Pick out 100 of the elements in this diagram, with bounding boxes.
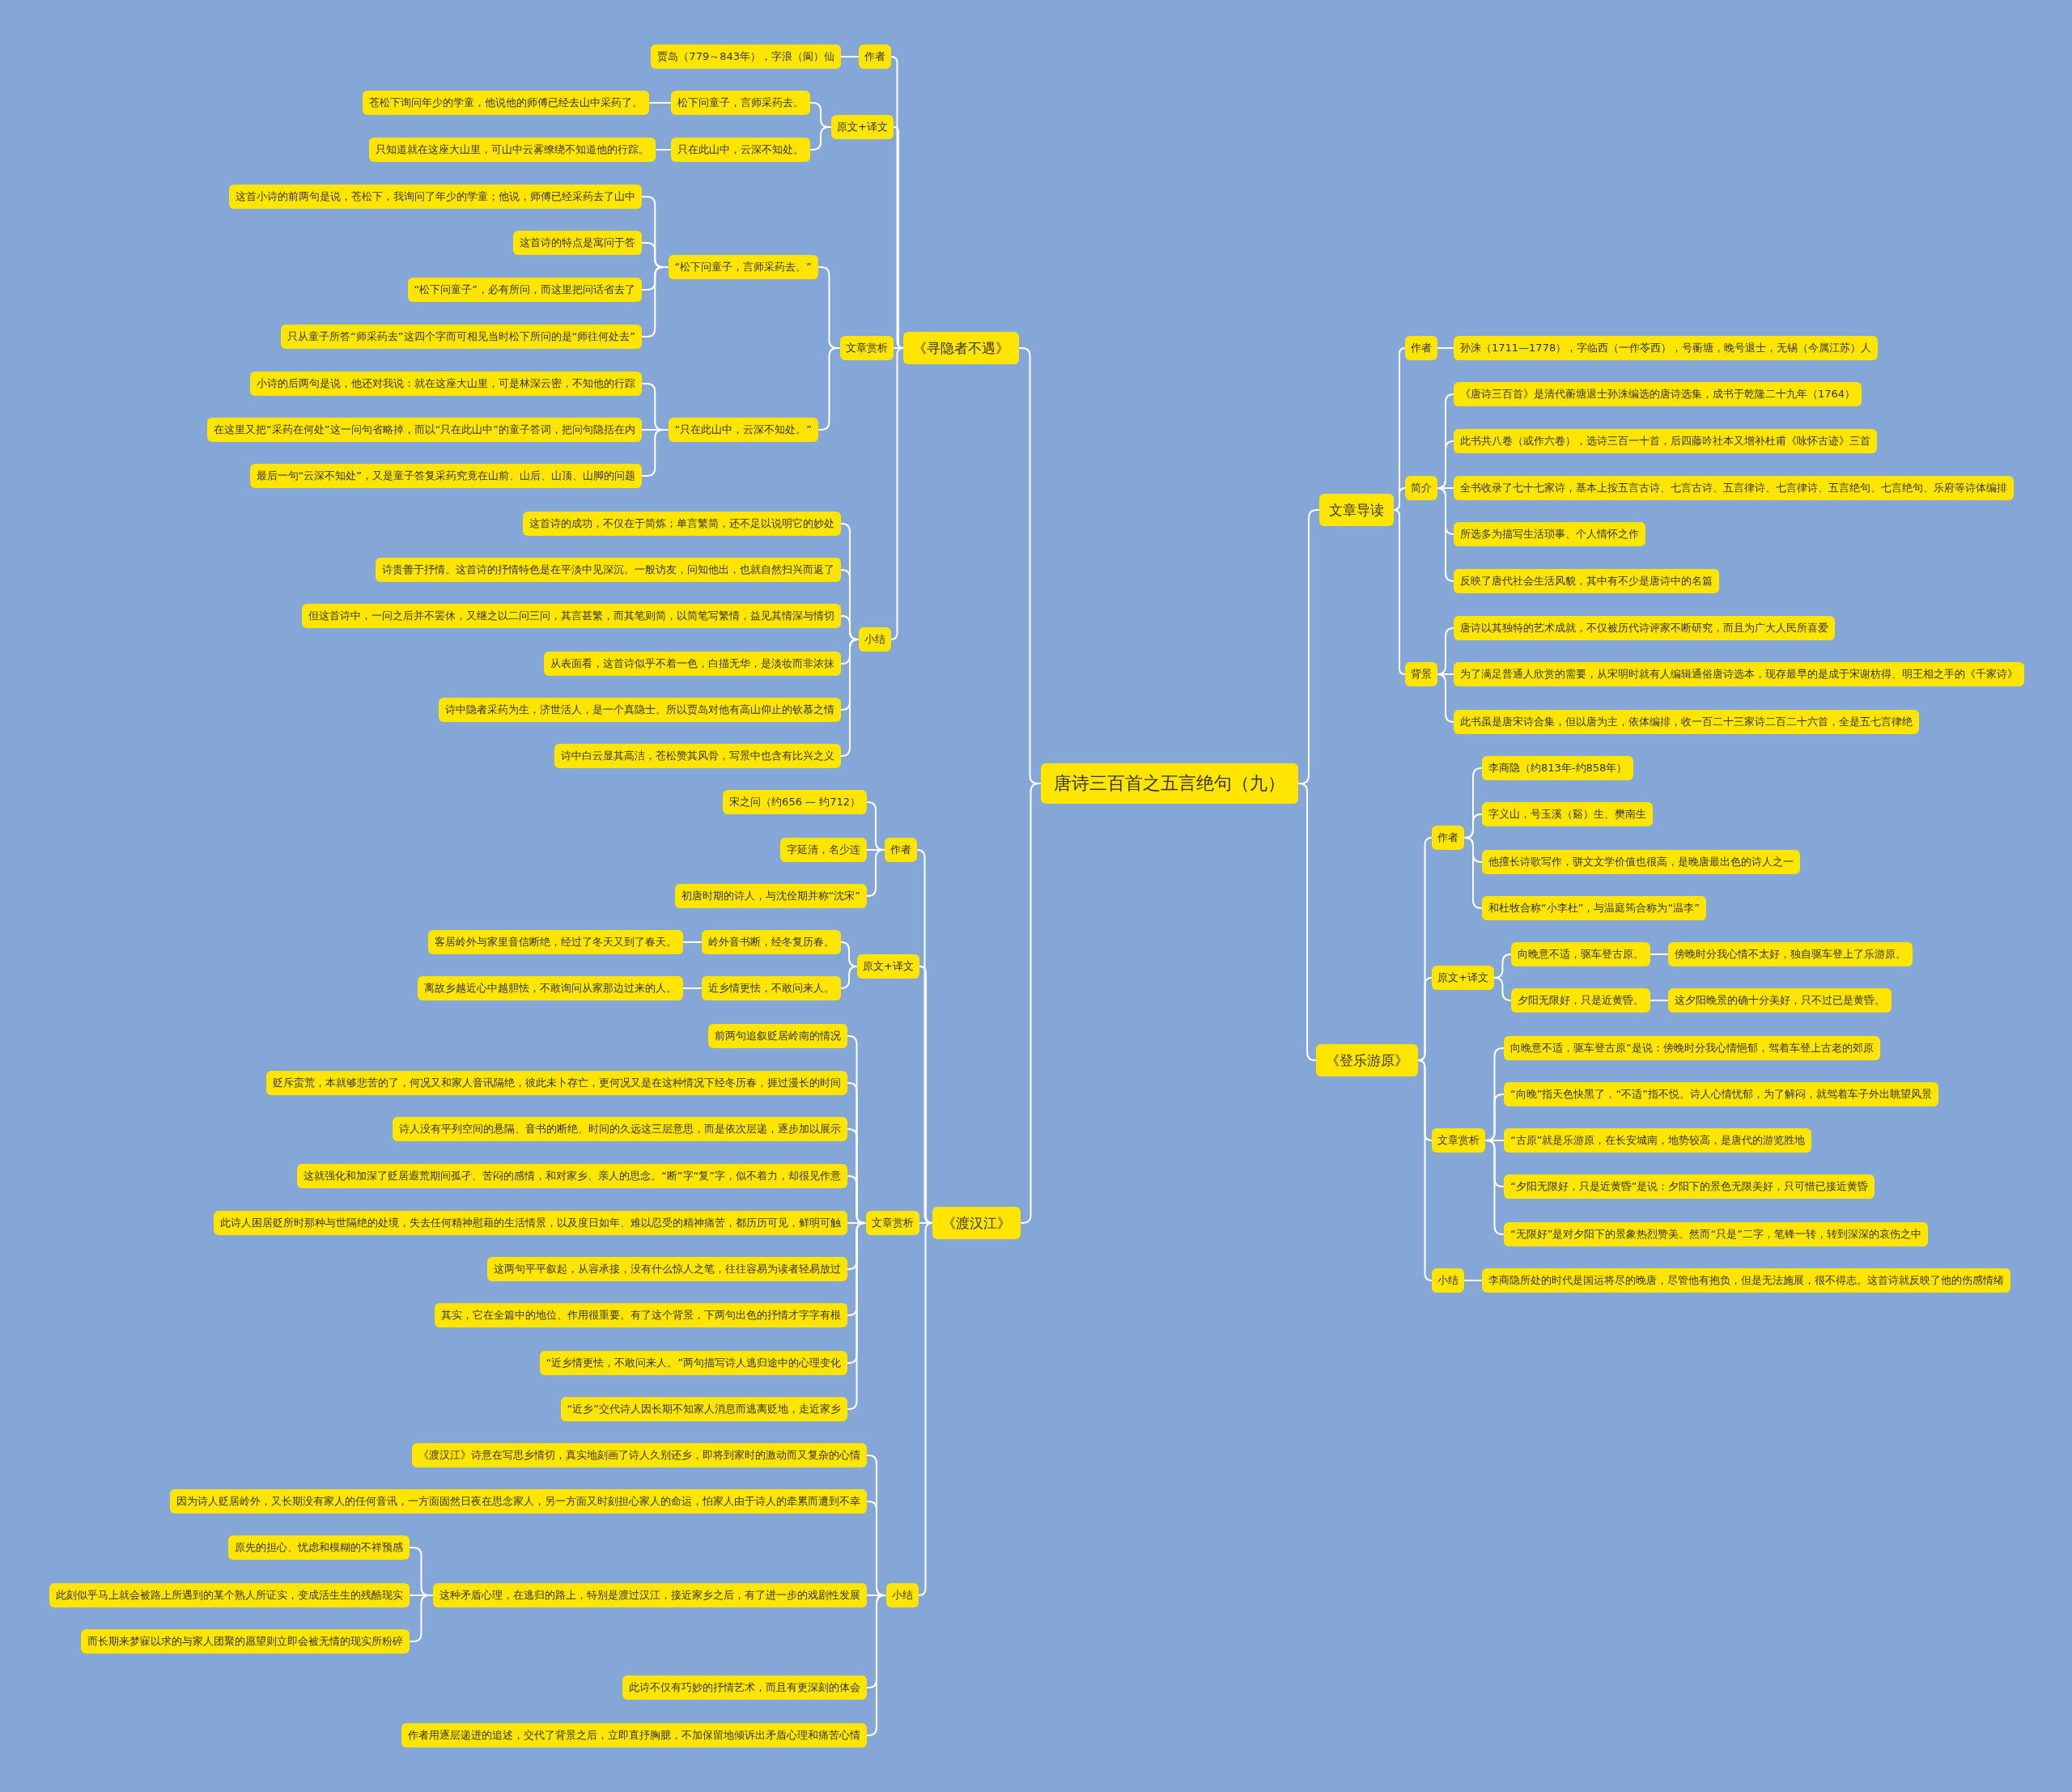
connector-line xyxy=(866,1595,887,1736)
text-box: 但这首诗中，一问之后并不罢休，又继之以二问三问，其言甚繁，而其笔则简，以简笔写繁情，益见其情深与情切 xyxy=(302,604,841,628)
text-box: 字延清，名少连 xyxy=(780,838,867,862)
text-box: 此诗人困居贬所时那种与世隔绝的处境，失去任何精神慰藉的生活情景，以及度日如年、难以忍受的精神痛苦，都历历可见，鲜明可触 xyxy=(214,1211,847,1235)
text-box: “松下问童子，言师采药去。” xyxy=(668,255,818,279)
text-box: 孙洙（1711—1778），字临西（一作苓西），号蘅塘，晚号退士，无锡（今属江苏）人 xyxy=(1454,336,1879,360)
connector-line xyxy=(866,849,885,897)
text-box: 原先的担心、忧虑和模糊的不祥预感 xyxy=(228,1535,410,1560)
text-box: 《唐诗三百首》是清代蘅塘退士孙洙编选的唐诗选集，成书于乾隆二十九年（1764） xyxy=(1454,382,1862,406)
text-box: 客居岭外与家里音信断绝，经过了冬天又到了春天。 xyxy=(428,930,683,954)
text-box: 向晚意不适，驱车登古原。 xyxy=(1511,942,1650,966)
text-box: 反映了唐代社会生活风貌，其中有不少是唐诗中的名篇 xyxy=(1454,569,1719,593)
text-box: “夕阳无限好，只是近黄昏”是说：夕阳下的景色无限美好，只可惜已接近黄昏 xyxy=(1504,1174,1875,1199)
text-box: 从表面看，这首诗似乎不着一色，白描无华，是淡妆而非浓抹 xyxy=(544,652,841,676)
topic-box: 《寻隐者不遇》 xyxy=(903,332,1019,364)
text-box: “近乡”交代诗人因长期不知家人消息而逃离贬地，走近家乡 xyxy=(560,1397,847,1421)
subtopic-box: 文章赏析 xyxy=(840,336,894,360)
connector-line xyxy=(1492,977,1512,1001)
text-box: 这首诗的成功，不仅在于简炼；单言繁简，还不足以说明它的妙处 xyxy=(523,512,841,536)
topic-box: 《登乐游原》 xyxy=(1316,1044,1418,1076)
text-box: “向晚”指天色快黑了，“不适”指不悦。诗人心情忧郁，为了解闷，就驾着车子外出眺望风景 xyxy=(1504,1082,1938,1106)
subtopic-box: 作者 xyxy=(1405,336,1437,360)
connector-line xyxy=(1437,487,1454,582)
text-box: 只在此山中，云深不知处。 xyxy=(671,138,810,162)
connector-line xyxy=(1393,509,1406,675)
connector-line xyxy=(840,966,859,989)
connector-line xyxy=(1463,1280,1483,1281)
connector-line xyxy=(1650,1000,1669,1001)
text-box: 只知道就在这座大山里，可山中云雾缭绕不知道他的行踪。 xyxy=(369,138,656,162)
connector-line xyxy=(890,347,904,640)
text-box: 这种矛盾心理，在逃归的路上，特别是渡过汉江，接近家乡之后，有了进一步的戏剧性发展 xyxy=(433,1583,867,1607)
subtopic-box: 小结 xyxy=(859,627,891,652)
text-box: 傍晚时分我心情不太好，独自驱车登上了乐游原。 xyxy=(1668,942,1913,966)
text-box: 夕阳无限好，只是近黄昏。 xyxy=(1511,988,1650,1013)
text-box: “古原”就是乐游原，在长安城南，地势较高，是唐代的游览胜地 xyxy=(1504,1128,1812,1153)
text-box: 诗人没有平列空间的悬隔、音书的断绝、时间的久远这三层意思，而是依次层递，逐步加以展示 xyxy=(393,1117,847,1141)
text-box: 李商隐（约813年-约858年） xyxy=(1482,756,1634,780)
text-box: 离故乡越近心中越胆怯，不敢询问从家那边过来的人。 xyxy=(418,976,683,1000)
text-box: 初唐时期的诗人，与沈佺期并称“沈宋” xyxy=(674,884,867,908)
connector-line xyxy=(1463,837,1483,909)
subtopic-box: 背景 xyxy=(1405,662,1437,686)
text-box: 松下问童子，言师采药去。 xyxy=(671,91,810,115)
text-box: 其实，它在全篇中的地位、作用很重要。有了这个背景，下两句出色的抒情才字字有根 xyxy=(435,1303,847,1327)
subtopic-box: 原文+译文 xyxy=(857,954,919,979)
central-topic: 唐诗三百首之五言绝句（九） xyxy=(1041,763,1298,804)
text-box: 诗贵善于抒情。这首诗的抒情特色是在平淡中见深沉。一般访友，问知他出，也就自然扫兴而返了 xyxy=(376,558,841,582)
topic-box: 《渡汉江》 xyxy=(932,1207,1021,1239)
subtopic-box: 小结 xyxy=(1432,1268,1464,1293)
text-box: 这首小诗的前两句是说，苍松下，我询问了年少的学童；他说，师傅已经采药去了山中 xyxy=(229,185,642,209)
text-box: 字义山，号玉溪（谿）生、樊南生 xyxy=(1482,802,1653,826)
text-box: 全书收录了七十七家诗，基本上按五言古诗、七言古诗、五言律诗、七言律诗、五言绝句、七言绝句、乐府等诗体编排 xyxy=(1454,476,2014,500)
text-box: 苍松下询问年少的学童，他说他的师傅已经去山中采药了。 xyxy=(363,91,649,115)
connector-line xyxy=(1437,673,1454,723)
text-box: 此刻似乎马上就会被路上所遇到的某个熟人所证实，变成活生生的残酷现实 xyxy=(49,1583,410,1607)
connector-line xyxy=(648,102,672,104)
text-box: 前两句追叙贬居岭南的情况 xyxy=(708,1024,847,1048)
connector-line xyxy=(840,56,860,57)
connector-line xyxy=(682,941,703,943)
text-box: 唐诗以其独特的艺术成就，不仅被历代诗评家不断研究，而且为广大人民所喜爱 xyxy=(1454,616,1835,640)
text-box: 这就强化和加深了贬居遐荒期间孤孑、苦闷的感情，和对家乡、亲人的思念。“断”字“复”字，似不着力，却很见作意 xyxy=(297,1164,847,1188)
text-box: “只在此山中，云深不知处。” xyxy=(668,418,818,442)
subtopic-box: 作者 xyxy=(885,838,917,862)
connector-line xyxy=(641,429,669,477)
text-box: “松下问童子”，必有所问，而这里把问话省去了 xyxy=(407,278,642,302)
connector-line xyxy=(682,987,703,989)
connector-line xyxy=(1417,1059,1433,1281)
connector-line xyxy=(641,266,669,338)
text-box: 在这里又把“采药在何处”这一问句省略掉，而以“只在此山中”的童子答词，把问句隐括在内 xyxy=(207,418,642,442)
text-box: 向晚意不适，驱车登古原”是说：傍晚时分我心情悒郁，驾着车登上古老的郊原 xyxy=(1504,1036,1880,1060)
subtopic-box: 文章赏析 xyxy=(866,1211,919,1235)
text-box: “近乡情更怯，不敢问来人。”两句描写诗人逃归途中的心理变化 xyxy=(539,1351,847,1375)
connector-line xyxy=(1437,347,1454,349)
text-box: 只从童子所答“师采药去”这四个字而可相见当时松下所问的是“师往何处去” xyxy=(281,325,642,349)
subtopic-box: 作者 xyxy=(859,45,891,69)
subtopic-box: 作者 xyxy=(1432,826,1464,850)
text-box: 作者用逐层递进的追述，交代了背景之后，立即直抒胸臆，不加保留地倾诉出矛盾心理和痛苦心情 xyxy=(401,1723,867,1747)
text-box: 他擅长诗歌写作，骈文文学价值也很高，是晚唐最出色的诗人之一 xyxy=(1482,850,1800,874)
connector-line xyxy=(655,149,672,151)
text-box: 而长期来梦寐以求的与家人团聚的愿望则立即会被无情的现实所粉碎 xyxy=(81,1629,410,1654)
subtopic-box: 文章赏析 xyxy=(1432,1128,1485,1153)
connector-line xyxy=(847,1222,867,1410)
text-box: 岭外音书断，经冬复历春。 xyxy=(702,930,841,954)
connector-line xyxy=(918,1222,933,1596)
text-box: 《渡汉江》诗意在写思乡情切，真实地刻画了诗人久别还乡，即将到家时的激动而又复杂的心情 xyxy=(412,1443,867,1467)
text-box: 诗中白云显其高洁，苍松赞其风骨，写景中也含有比兴之义 xyxy=(554,744,841,768)
text-box: 诗中隐者采药为生，济世活人，是一个真隐士。所以贾岛对他有高山仰止的钦慕之情 xyxy=(439,698,841,722)
text-box: 所选多为描写生活琐事、个人情怀之作 xyxy=(1454,522,1645,546)
subtopic-box: 原文+译文 xyxy=(1432,966,1494,990)
text-box: 和杜牧合称“小李杜”，与温庭筠合称为“温李” xyxy=(1482,896,1706,920)
text-box: 此书虽是唐宋诗合集，但以唐为主，依体编排，收一百二十三家诗二百二十六首，全是五七言律绝 xyxy=(1454,710,1919,734)
text-box: “无限好”是对夕阳下的景象热烈赞美。然而“只是”二字，笔锋一转，转到深深的哀伤之中 xyxy=(1504,1222,1928,1246)
text-box: 小诗的后两句是说，他还对我说：就在这座大山里，可是林深云密，不知他的行踪 xyxy=(250,372,642,396)
topic-box: 文章导读 xyxy=(1319,494,1394,526)
text-box: 此诗不仅有巧妙的抒情艺术，而且有更深刻的体会 xyxy=(622,1675,867,1700)
text-box: 这首诗的特点是寓问于答 xyxy=(513,231,642,255)
text-box: 贬斥蛮荒，本就够悲苦的了，何况又和家人音讯隔绝，彼此未卜存亡，更何况又是在这种情况下经冬历春，捱过漫长的时间 xyxy=(266,1071,847,1095)
connector-line xyxy=(1484,1140,1505,1235)
subtopic-box: 小结 xyxy=(886,1583,919,1607)
connector-line xyxy=(1650,953,1669,955)
subtopic-box: 简介 xyxy=(1405,476,1437,500)
